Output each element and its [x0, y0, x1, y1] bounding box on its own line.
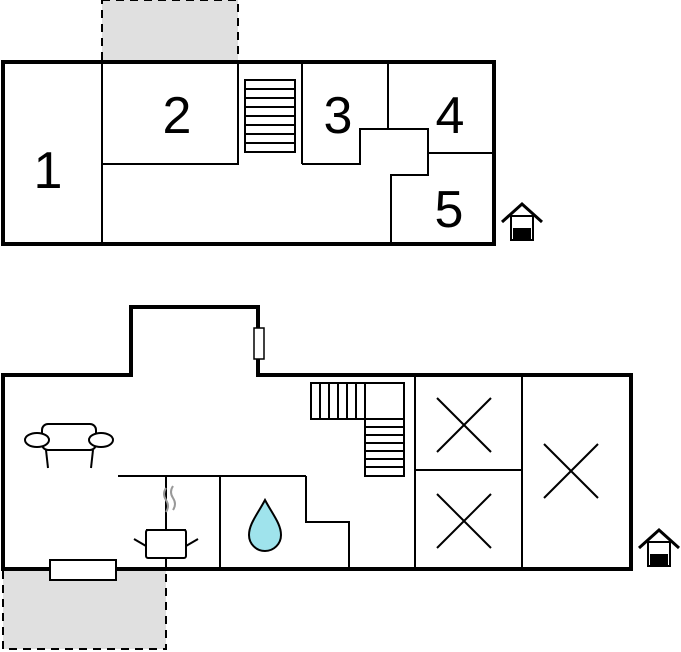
- upper-terrace: [101, 0, 239, 63]
- room-number-4: 4: [436, 87, 465, 145]
- ground-window: [253, 327, 265, 360]
- sofa-icon: [24, 423, 114, 469]
- ground-floor-plan: [1, 305, 681, 650]
- ground-door: [49, 559, 117, 581]
- room-number-5: 5: [435, 181, 464, 239]
- room-number-3: 3: [324, 87, 353, 145]
- water-drop-icon: [247, 497, 283, 552]
- room-number-2: 2: [163, 87, 192, 145]
- upper-floor-plan: 1 2 3 4 5: [1, 0, 544, 246]
- ground-entrance-icon: [637, 527, 681, 567]
- bed-cross-icon: [436, 493, 492, 549]
- ground-terrace: [2, 568, 167, 650]
- room-number-1: 1: [34, 142, 63, 200]
- ground-interior-walls: [118, 375, 523, 569]
- bed-cross-icon: [436, 397, 492, 453]
- ground-stairs-icon: [310, 382, 405, 477]
- upper-stairs-icon: [244, 79, 296, 153]
- ground-outer-wall: [1, 305, 633, 571]
- cooking-pot-icon: [133, 485, 199, 559]
- upper-entrance-icon: [500, 201, 544, 241]
- bed-cross-icon: [543, 443, 599, 499]
- upper-interior-walls: [101, 62, 494, 244]
